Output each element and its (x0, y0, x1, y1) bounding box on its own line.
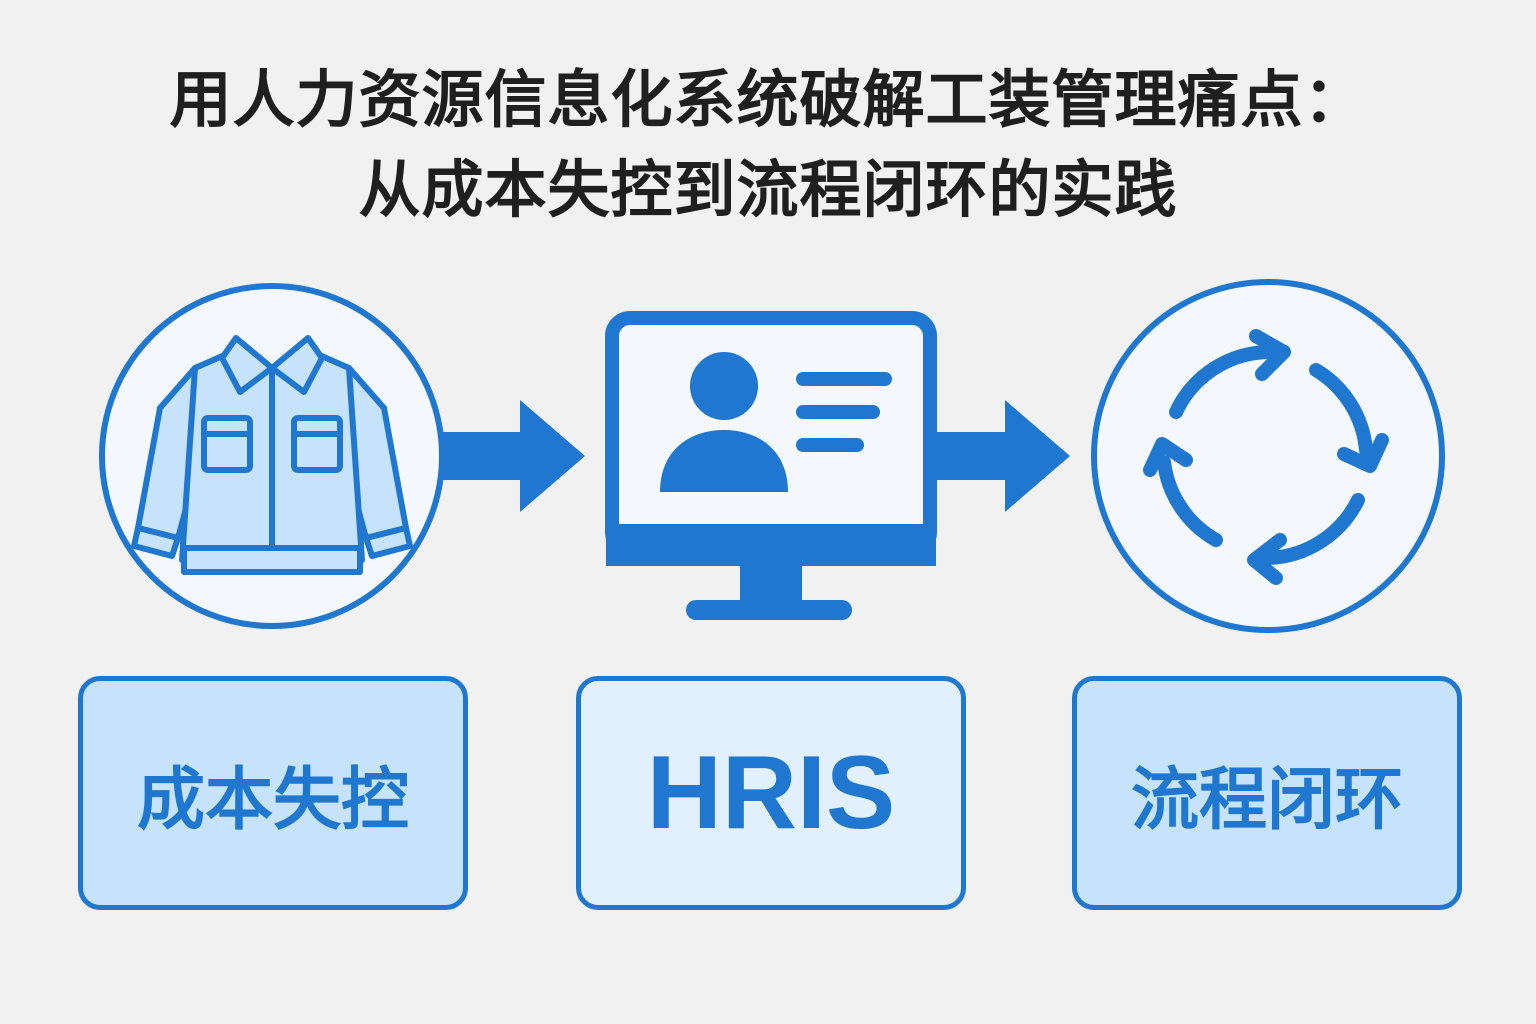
title-line-2: 从成本失控到流程闭环的实践 (358, 153, 1178, 226)
computer-profile-icon (605, 311, 937, 620)
stage-label-cost-out-of-control: 成本失控 (78, 676, 468, 910)
stage-label-process-closed-loop: 流程闭环 (1072, 676, 1462, 910)
stage-label-text: HRIS (646, 734, 896, 851)
jacket-icon (131, 335, 413, 575)
title-line-1: 用人力资源信息化系统破解工装管理痛点： (169, 63, 1367, 136)
stage-label-text: 流程闭环 (1130, 760, 1403, 840)
arrow-right-icon (440, 400, 585, 512)
arrow-right-icon (925, 400, 1070, 512)
page-title: 用人力资源信息化系统破解工装管理痛点： 从成本失控到流程闭环的实践 (0, 55, 1536, 235)
stage-label-text: 成本失控 (136, 760, 409, 840)
cycle-circle (1091, 279, 1445, 633)
stage-label-hris: HRIS (576, 676, 966, 910)
cycle-arrows-icon (1143, 329, 1389, 585)
jacket-circle (99, 283, 445, 629)
